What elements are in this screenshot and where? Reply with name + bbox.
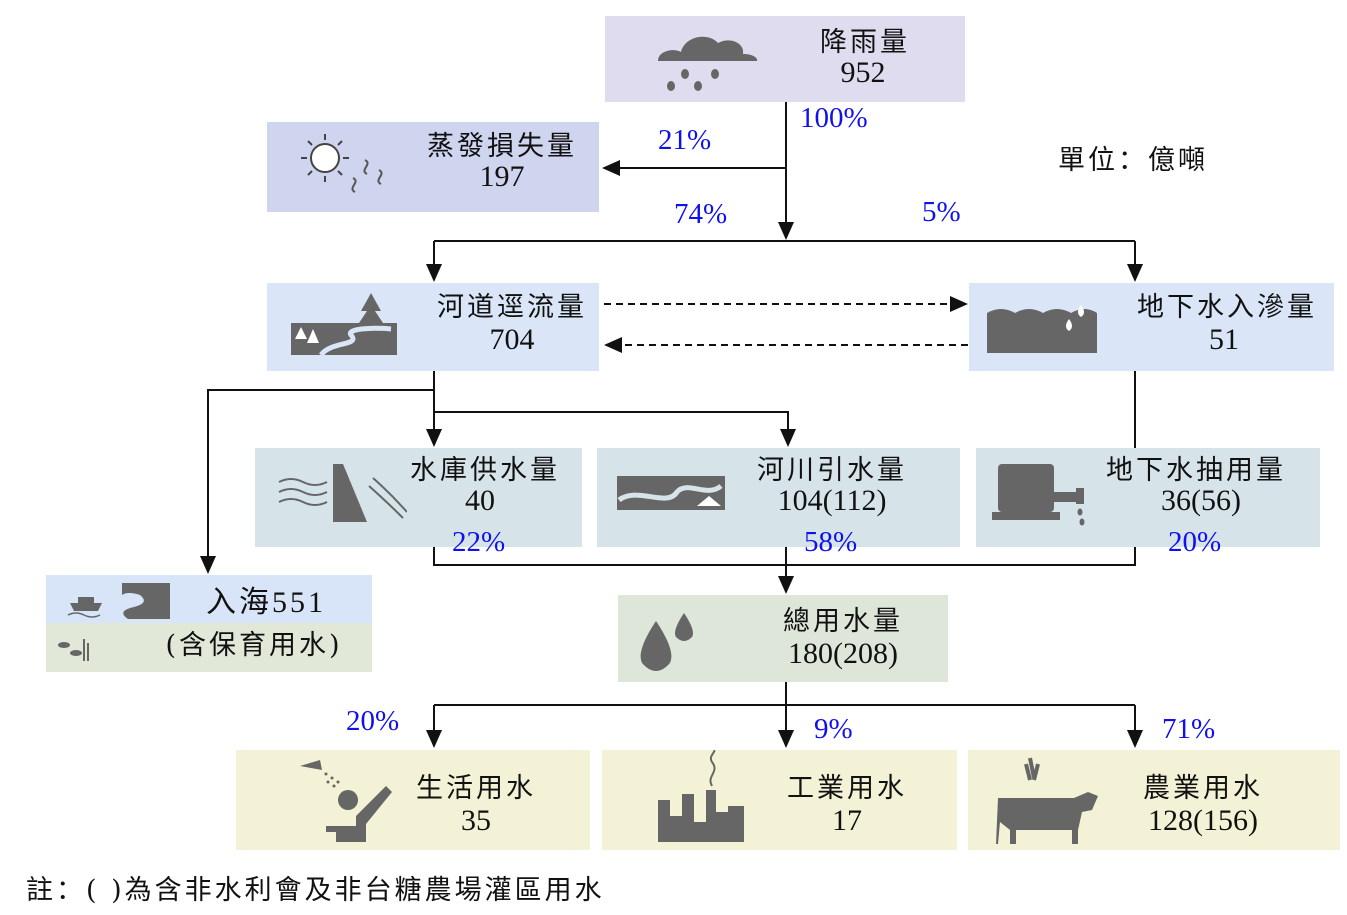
reservoir-supply-box: 水庫供水量 40	[255, 448, 582, 547]
river-intake-icon	[617, 476, 725, 510]
groundwater-pumping-label: 地下水抽用量	[1106, 455, 1286, 486]
total-water-use-label: 總用水量	[783, 606, 903, 637]
shower-icon	[300, 760, 392, 842]
river-forest-icon	[291, 293, 397, 357]
fish-plant-icon	[58, 639, 89, 661]
pumping-percent: 20%	[1168, 526, 1222, 558]
domestic-use-box: 生活用水 35	[236, 750, 590, 850]
reservoir-percent: 22%	[452, 526, 506, 558]
sea-outflow-sublabel: (含保育用水)	[165, 630, 343, 661]
evaporation-value: 197	[479, 160, 525, 193]
sea-outflow-box: 入海551 (含保育用水)	[46, 575, 372, 672]
domestic-use-value: 35	[461, 804, 491, 837]
reservoir-supply-value: 40	[465, 484, 495, 517]
footnote: 註：( )為含非水利會及非台糖農場灌區用水	[26, 875, 605, 906]
evaporation-percent: 21%	[658, 124, 712, 156]
industry-percent: 9%	[814, 713, 853, 745]
industrial-use-label: 工業用水	[787, 773, 907, 804]
river-intake-box: 河川引水量 104(112)	[597, 448, 960, 547]
evaporation-box: 蒸發損失量 197	[267, 122, 599, 212]
boat-coast-icon	[67, 583, 170, 619]
rain-percent: 100%	[800, 102, 868, 134]
factory-icon	[658, 750, 744, 842]
industrial-use-box: 工業用水 17	[602, 750, 957, 850]
domestic-percent: 20%	[346, 705, 400, 737]
total-water-use-value: 180(208)	[788, 637, 898, 670]
total-water-use-box: 總用水量 180(208)	[618, 595, 948, 682]
river-runoff-value: 704	[489, 323, 535, 356]
river-runoff-box: 河道逕流量 704	[267, 283, 599, 371]
sea-outflow-label: 入海551	[206, 586, 326, 619]
water-pump-icon	[992, 464, 1085, 526]
agricultural-use-box: 農業用水 128(156)	[968, 750, 1340, 850]
unit-label: 單位：億噸	[1058, 145, 1208, 176]
river-runoff-label: 河道逕流量	[437, 292, 587, 323]
sun-icon	[301, 134, 383, 193]
rain-cloud-icon	[658, 36, 758, 91]
water-drops-icon	[640, 613, 693, 671]
runoff-percent: 74%	[674, 198, 728, 230]
agriculture-percent: 71%	[1162, 713, 1216, 745]
groundwater-pumping-value: 36(56)	[1161, 484, 1241, 517]
cow-wheat-icon	[996, 757, 1098, 844]
evaporation-label: 蒸發損失量	[427, 131, 577, 162]
river-intake-percent: 58%	[804, 526, 858, 558]
infiltration-percent: 5%	[922, 196, 961, 228]
domestic-use-label: 生活用水	[416, 773, 536, 804]
industrial-use-value: 17	[832, 804, 862, 837]
river-intake-value: 104(112)	[777, 484, 887, 517]
river-intake-label: 河川引水量	[757, 455, 907, 486]
groundwater-icon	[987, 305, 1097, 353]
rain-label: 降雨量	[820, 27, 910, 58]
groundwater-pumping-box: 地下水抽用量 36(56)	[976, 448, 1320, 547]
dam-icon	[278, 464, 407, 522]
agricultural-use-label: 農業用水	[1143, 773, 1263, 804]
reservoir-supply-label: 水庫供水量	[410, 455, 560, 486]
rain-value: 952	[840, 56, 886, 89]
groundwater-infiltration-box: 地下水入滲量 51	[969, 283, 1334, 371]
agricultural-use-value: 128(156)	[1148, 804, 1258, 837]
rain-box: 降雨量 952	[605, 16, 965, 102]
groundwater-infiltration-label: 地下水入滲量	[1137, 292, 1317, 323]
groundwater-infiltration-value: 51	[1209, 323, 1239, 356]
